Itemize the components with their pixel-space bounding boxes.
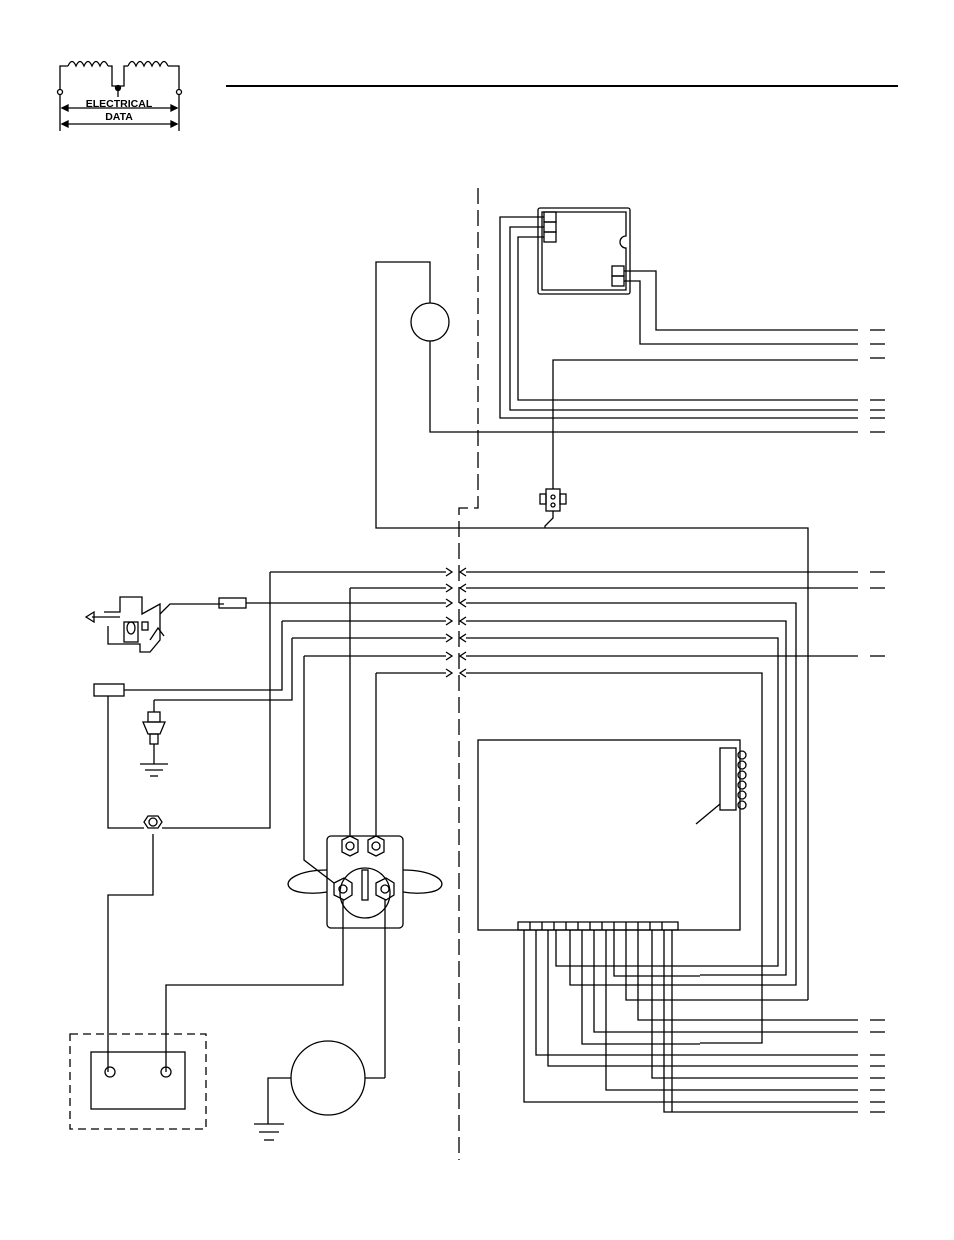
module-wires [500, 217, 858, 418]
actuator-switch [86, 597, 224, 652]
upper-right-stubs [870, 330, 885, 432]
logo-line1-text: ELECTRICAL [86, 98, 153, 110]
battery [70, 1034, 206, 1129]
relay-block [94, 621, 282, 828]
starter-solenoid [166, 588, 442, 1078]
logo-line2-text: DATA [105, 111, 133, 123]
control-module [538, 208, 630, 294]
inline-fuse [219, 598, 246, 608]
ground-symbol [140, 744, 168, 776]
wire-connectors [246, 568, 885, 1043]
controller-board [478, 740, 746, 930]
terminal-block [540, 360, 858, 528]
electrical-data-logo: ELECTRICAL DATA [58, 62, 182, 132]
starter-motor [254, 1041, 385, 1140]
board-wires [524, 930, 885, 1112]
junction-nut [108, 572, 270, 1072]
